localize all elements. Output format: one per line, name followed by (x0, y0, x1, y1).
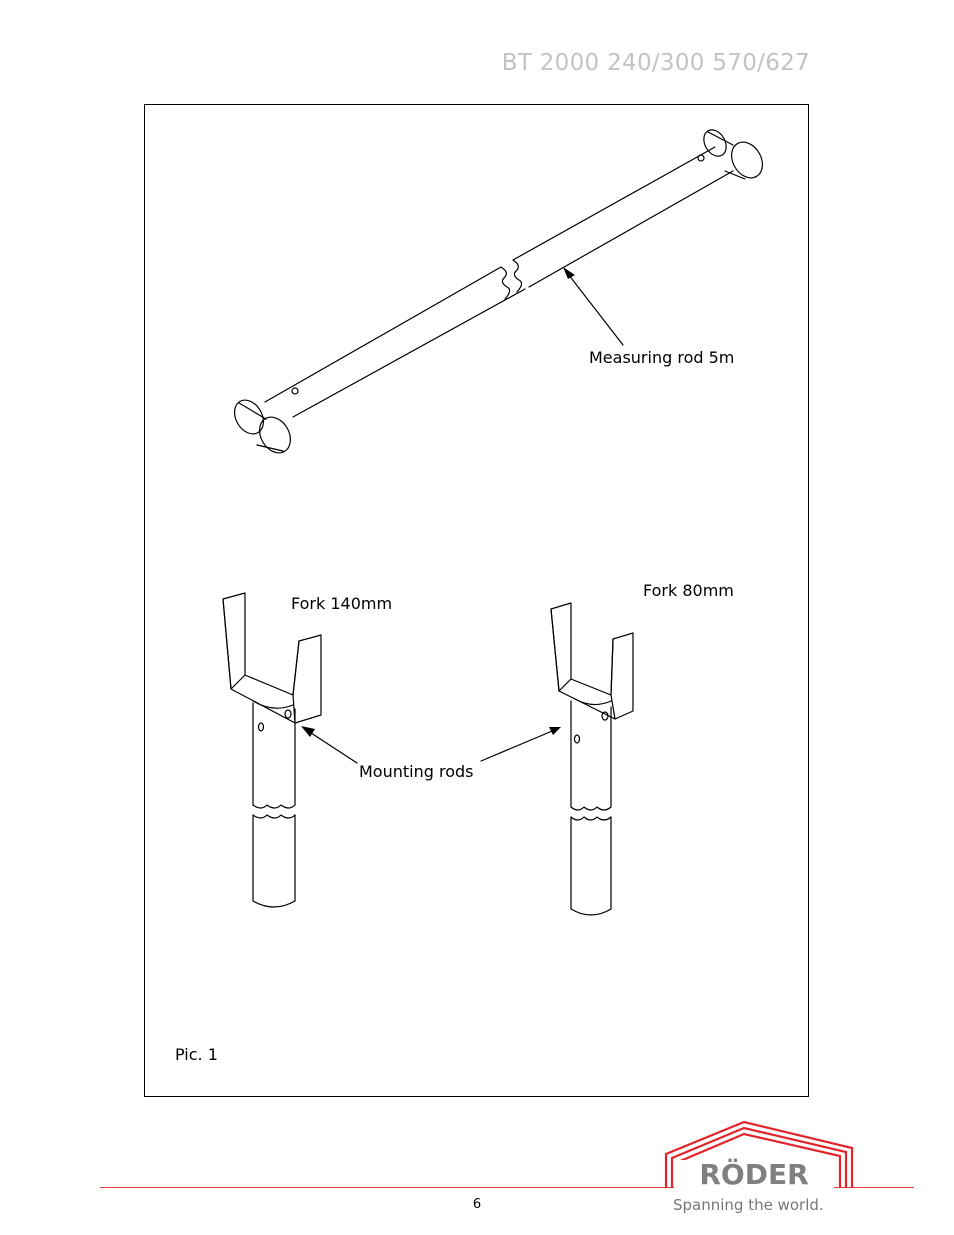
fork-80-drawing (550, 602, 634, 916)
slogan: Spanning the world. (673, 1196, 824, 1214)
page-number: 6 (472, 1197, 482, 1212)
measuring-rod-drawing (233, 129, 764, 454)
footer-rule (100, 1187, 914, 1188)
measuring-rod-label: Measuring rod 5m (589, 348, 735, 367)
mounting-rods-leader-left (304, 728, 358, 764)
mounting-rods-label: Mounting rods (359, 762, 474, 781)
measuring-rod-arrowhead (563, 267, 575, 279)
logo-wordmark: RÖDER (699, 1157, 808, 1191)
fork-140-drawing (222, 592, 322, 908)
roder-logo: RÖDER (664, 1120, 854, 1191)
measuring-rod-leader (564, 269, 624, 346)
figure-frame: Measuring rod 5m Fork 140mm Fork 80mm Mo… (144, 104, 809, 1097)
document-title: BT 2000 240/300 570/627 (501, 50, 810, 76)
figure-caption: Pic. 1 (175, 1045, 218, 1064)
mounting-rods-arrowhead-left (301, 726, 315, 737)
technical-drawing (222, 129, 764, 916)
fork-140-label: Fork 140mm (291, 594, 393, 613)
fork-80-label: Fork 80mm (643, 581, 734, 600)
mounting-rods-leader-right (480, 728, 558, 762)
mounting-rods-arrowhead-right (549, 727, 561, 735)
